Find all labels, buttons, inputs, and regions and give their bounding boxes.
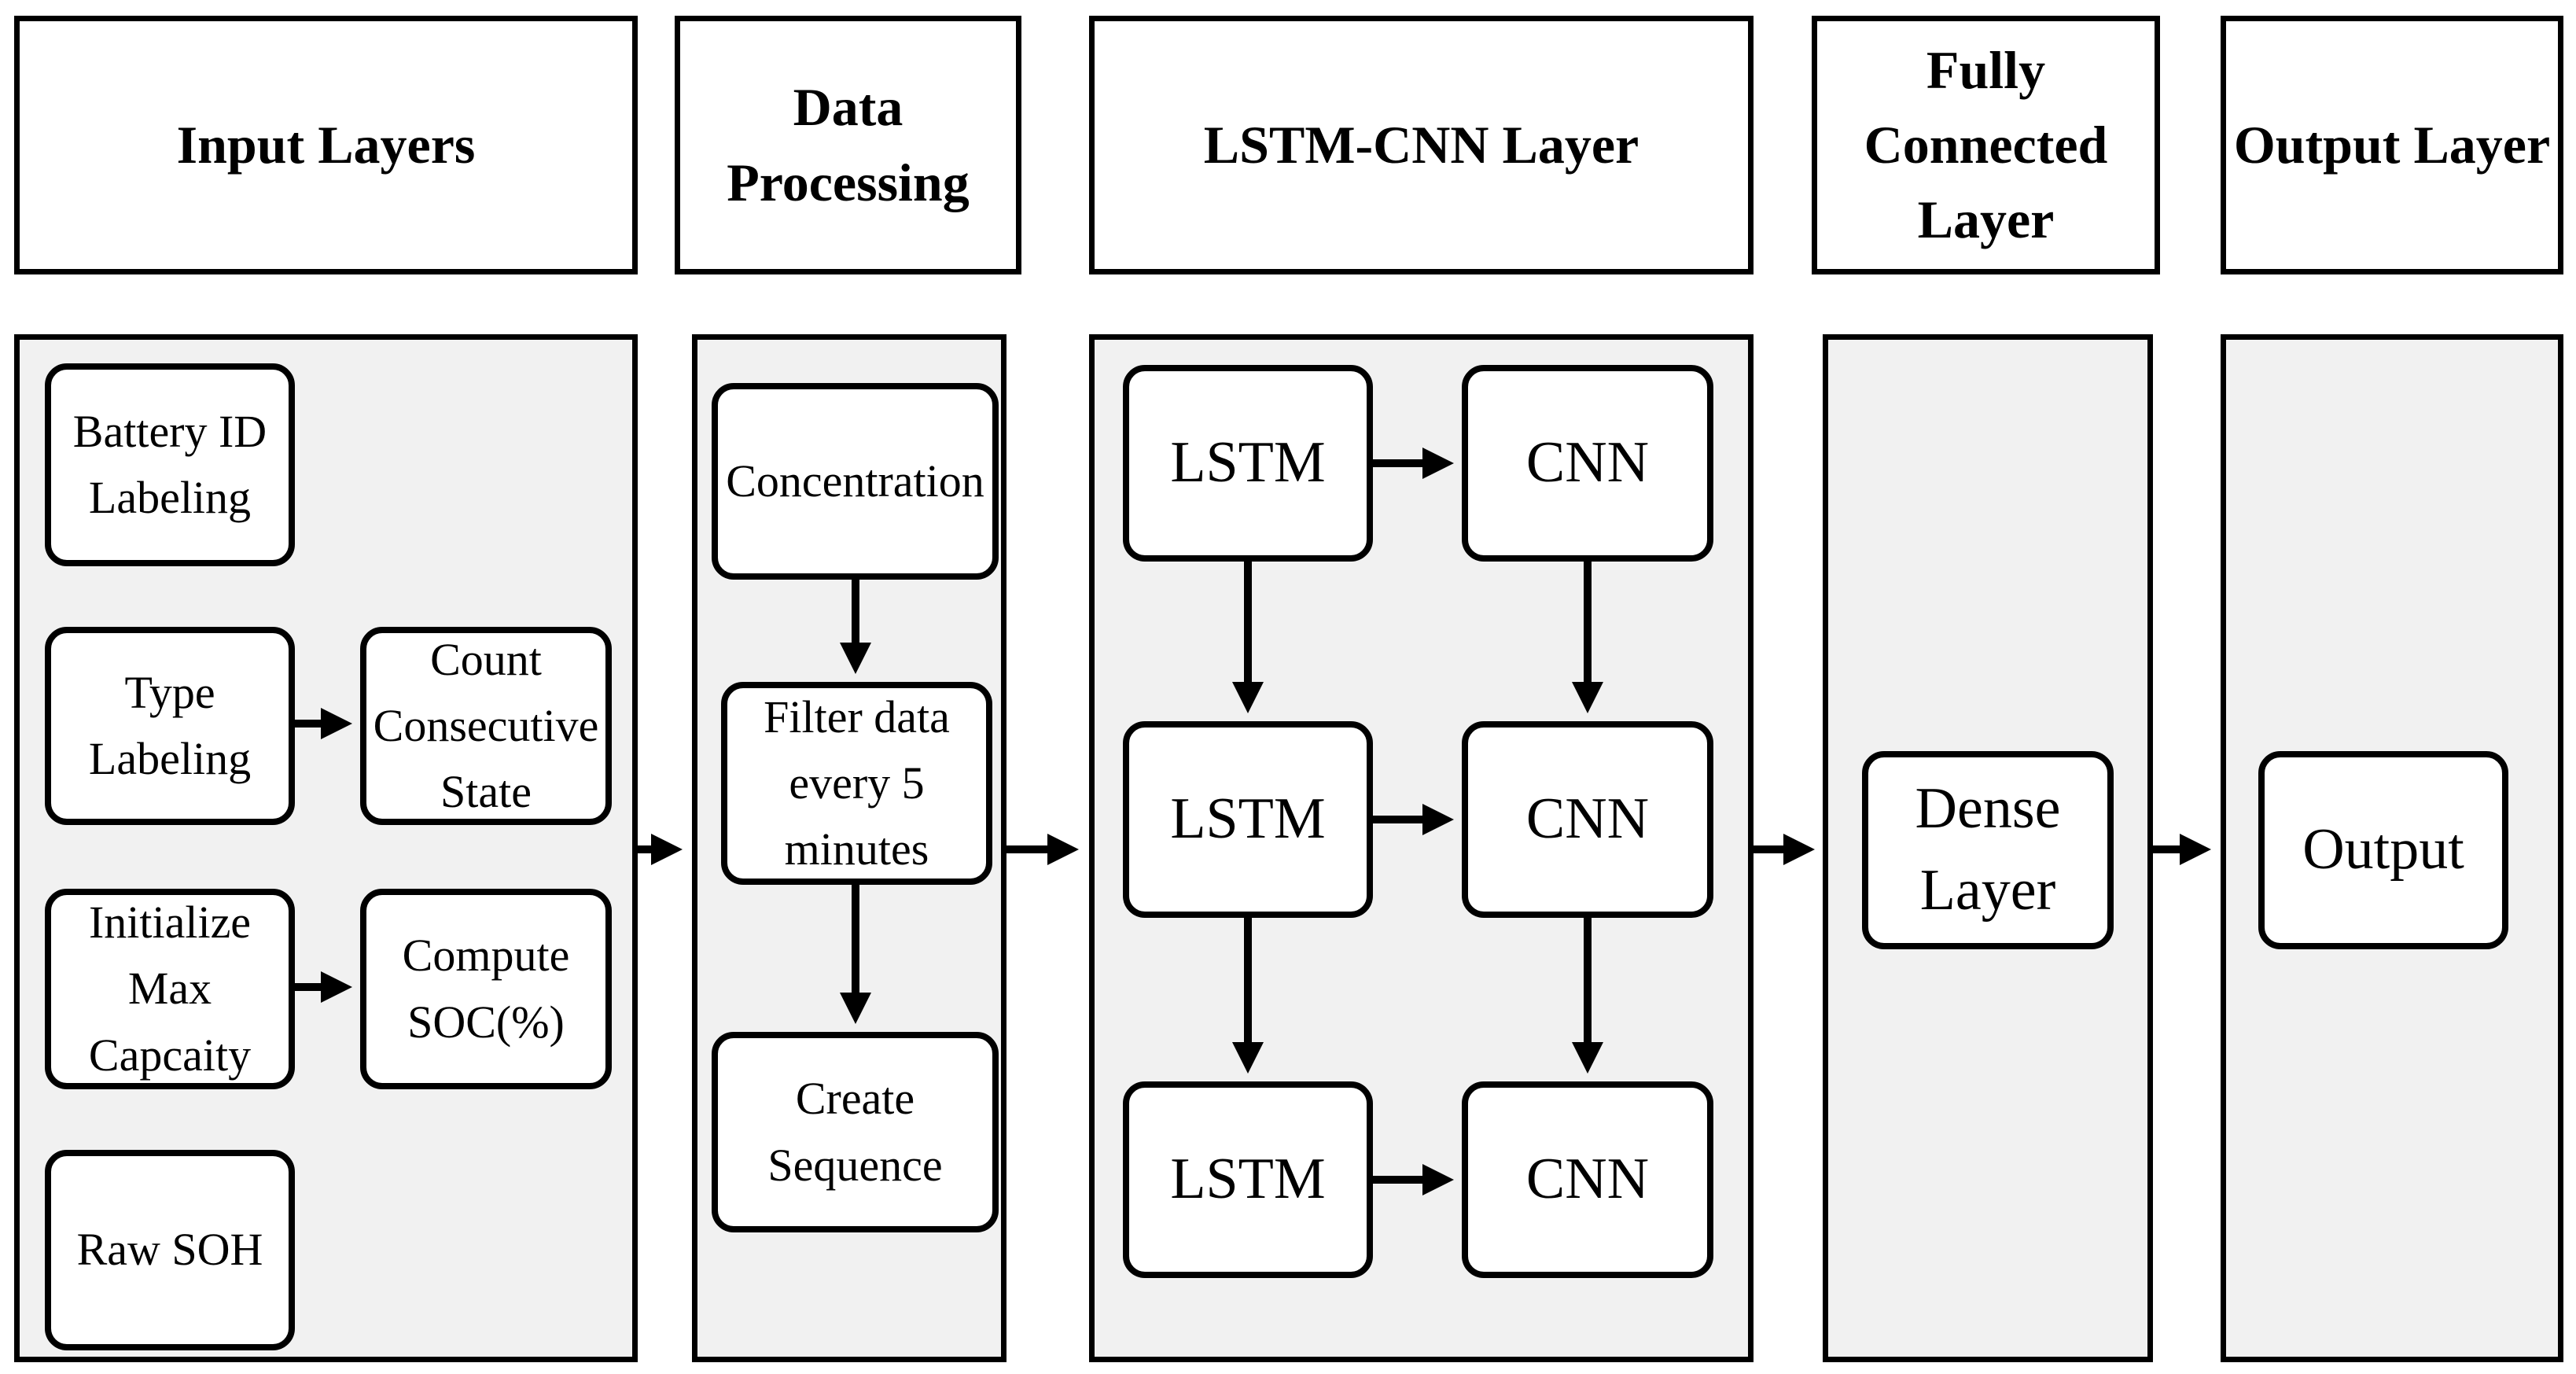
node-lstm-2: LSTM	[1123, 721, 1373, 918]
header-fully-connected-layer: Fully Connected Layer	[1812, 16, 2160, 274]
node-cnn-1: CNN	[1462, 365, 1713, 562]
node-cnn-3: CNN	[1462, 1081, 1713, 1278]
header-input-layers: Input Layers	[14, 16, 638, 274]
header-lstm-cnn-layer: LSTM-CNN Layer	[1089, 16, 1754, 274]
node-cnn-2: CNN	[1462, 721, 1713, 918]
node-create-sequence: Create Sequence	[712, 1032, 999, 1232]
node-battery-id-labeling: Battery ID Labeling	[45, 363, 295, 566]
node-count-consecutive-state: Count Consecutive State	[360, 627, 612, 825]
node-raw-soh: Raw SOH	[45, 1150, 295, 1350]
node-lstm-3: LSTM	[1123, 1081, 1373, 1278]
header-data-processing: Data Processing	[675, 16, 1021, 274]
node-filter-data: Filter data every 5 minutes	[721, 682, 992, 885]
node-output: Output	[2258, 751, 2508, 949]
node-compute-soc: Compute SOC(%)	[360, 889, 612, 1089]
header-output-layer: Output Layer	[2221, 16, 2563, 274]
node-lstm-1: LSTM	[1123, 365, 1373, 562]
node-initialize-max-capacity: Initialize Max Capcaity	[45, 889, 295, 1089]
node-type-labeling: Type Labeling	[45, 627, 295, 825]
node-dense-layer: Dense Layer	[1862, 751, 2114, 949]
node-concentration: Concentration	[712, 383, 999, 580]
